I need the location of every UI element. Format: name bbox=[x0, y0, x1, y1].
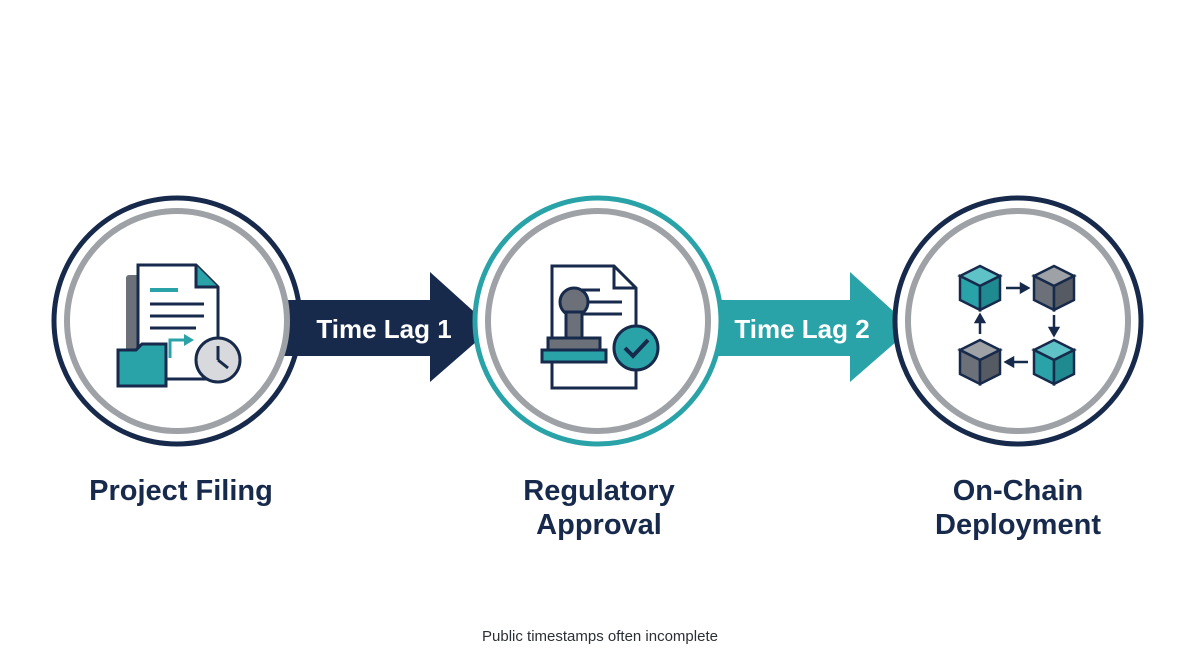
project-filing-node bbox=[51, 195, 303, 447]
stage-label-line: Regulatory bbox=[523, 475, 675, 507]
stage-label-regulatory-approval: Regulatory Approval bbox=[469, 474, 729, 542]
time-lag-1-label: Time Lag 1 bbox=[316, 314, 451, 344]
stage-label-line: Project Filing bbox=[89, 475, 273, 507]
regulatory-approval-node bbox=[472, 195, 724, 447]
stage-label-line: On-Chain bbox=[952, 475, 1084, 507]
stage-label-line: Approval bbox=[536, 509, 662, 541]
on-chain-deployment-node bbox=[892, 195, 1144, 447]
stamp-approval-icon bbox=[540, 264, 660, 390]
time-lag-2-label: Time Lag 2 bbox=[734, 314, 869, 344]
footnote: Public timestamps often incomplete bbox=[482, 628, 718, 645]
document-folder-clock-icon bbox=[116, 263, 242, 388]
stage-label-line: Deployment bbox=[935, 509, 1101, 541]
stage-label-project-filing: Project Filing bbox=[51, 474, 311, 508]
time-lag-2-arrow: Time Lag 2 bbox=[700, 272, 912, 382]
stage-label-on-chain-deployment: On-Chain Deployment bbox=[888, 474, 1148, 542]
blockchain-blocks-icon bbox=[957, 264, 1077, 387]
time-lag-1-arrow: Time Lag 1 bbox=[272, 272, 492, 382]
